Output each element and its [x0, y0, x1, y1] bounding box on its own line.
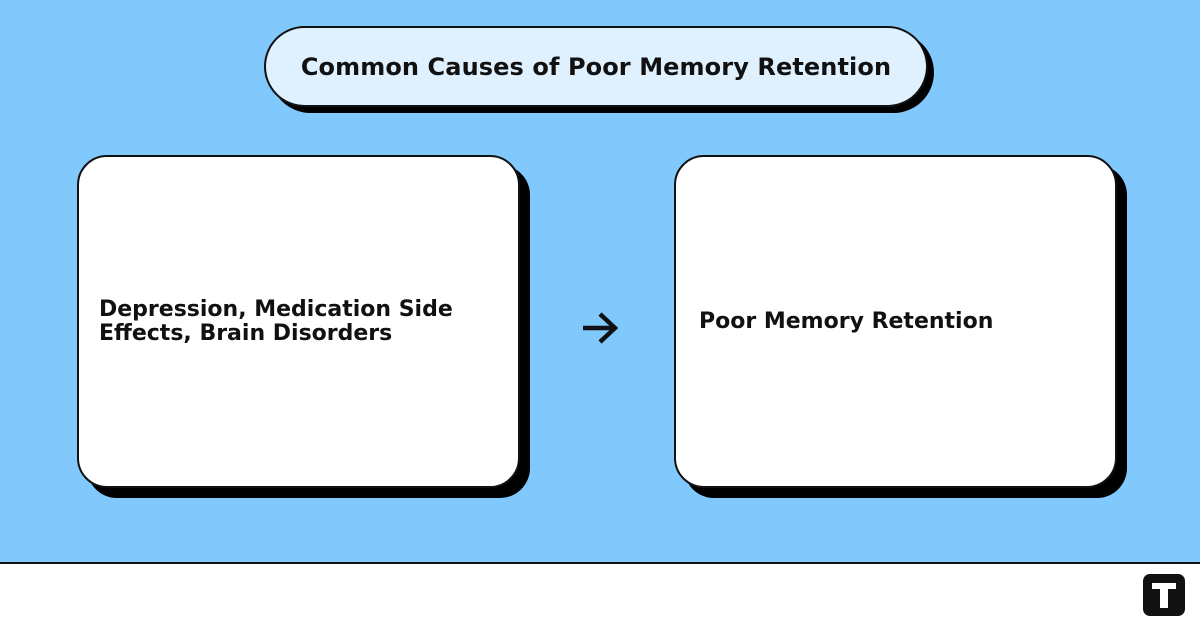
effect-box: Poor Memory Retention [674, 155, 1117, 488]
diagram-title: Common Causes of Poor Memory Retention [300, 52, 892, 81]
t-logo-icon [1143, 574, 1185, 616]
cause-box-text: Depression, Medication Side Effects, Bra… [99, 296, 453, 346]
title-pill: Common Causes of Poor Memory Retention [264, 26, 928, 107]
diagram-canvas: Common Causes of Poor Memory Retention D… [0, 0, 1200, 564]
effect-box-text: Poor Memory Retention [699, 308, 994, 334]
cause-box: Depression, Medication Side Effects, Bra… [77, 155, 520, 488]
arrow-right-icon [583, 312, 619, 344]
